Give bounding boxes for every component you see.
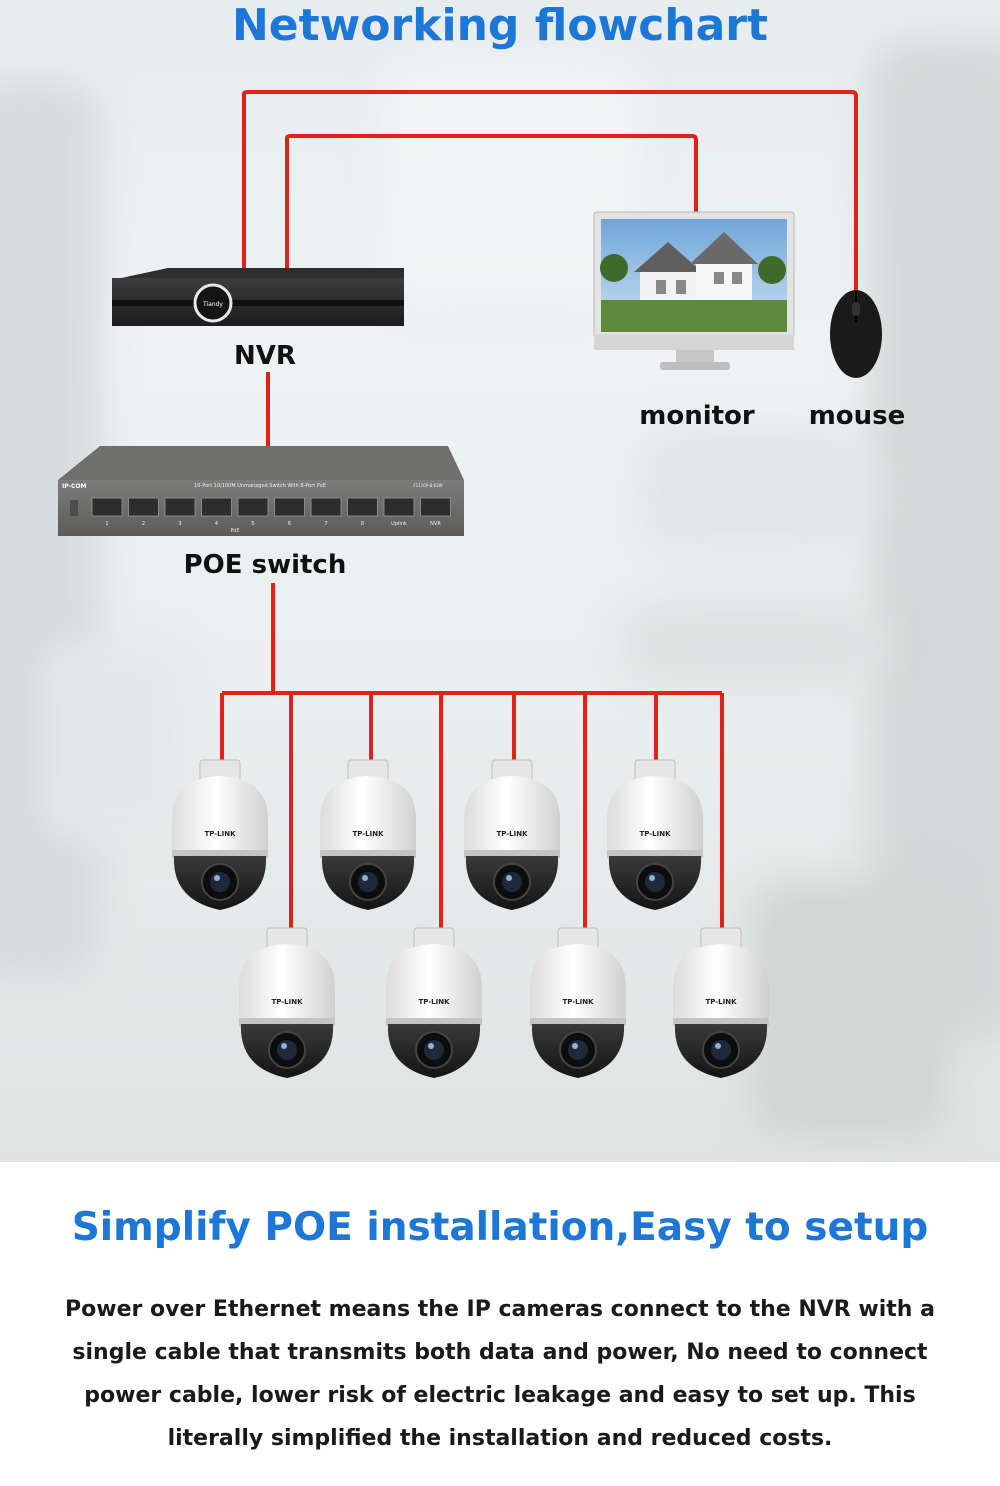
monitor-device	[593, 211, 795, 370]
switch-label: POE switch	[184, 550, 347, 580]
cable-lines	[220, 90, 858, 932]
switch-port-label: 8	[361, 521, 364, 527]
switch-ports: 1 2 3 4 5 6 7 8 Uplink NVR	[91, 497, 451, 527]
camera-brand-text: TP-LINK	[562, 998, 594, 1006]
camera-brand-text: TP-LINK	[496, 830, 528, 838]
mouse-label: mouse	[809, 401, 906, 431]
switch-port	[91, 497, 123, 517]
ptz-camera: TP-LINK	[238, 927, 336, 1079]
background-photo	[0, 0, 1000, 1162]
camera-brand-text: TP-LINK	[705, 998, 737, 1006]
ptz-camera: TP-LINK	[171, 759, 269, 911]
switch-port	[128, 497, 159, 517]
camera-group: TP-LINK TP-LINK TP-LINK TP-LINK TP-LINK TP-LI…	[171, 759, 770, 1079]
switch-poe-text: PoE	[230, 528, 239, 534]
switch-port-label: 6	[288, 521, 291, 527]
footer-description: Power over Ethernet means the IP cameras…	[65, 1297, 935, 1451]
switch-description-text: 10-Port 10/100M Unmanaged Switch With 8-…	[194, 483, 326, 489]
switch-port	[347, 497, 378, 517]
switch-port	[201, 497, 232, 517]
switch-port	[310, 497, 342, 517]
ptz-camera: TP-LINK	[606, 759, 704, 911]
switch-port-label: 3	[178, 521, 181, 527]
camera-brand-text: TP-LINK	[204, 830, 236, 838]
switch-port	[274, 497, 305, 517]
ptz-camera: TP-LINK	[529, 927, 627, 1079]
poe-switch-device: IP-COM 10-Port 10/100M Unmanaged Switch …	[58, 446, 464, 536]
switch-port-label: 1	[105, 521, 108, 527]
switch-port-label: 2	[142, 521, 145, 527]
switch-port	[164, 497, 196, 517]
switch-port	[237, 497, 269, 517]
switch-port	[383, 497, 415, 517]
camera-brand-text: TP-LINK	[639, 830, 671, 838]
nvr-device: Tiandy	[112, 268, 404, 326]
network-diagram: Tiandy NVR monitor mouse IP-COM 10-Port …	[58, 90, 906, 1079]
ptz-camera: TP-LINK	[319, 759, 417, 911]
switch-port-label: 5	[251, 521, 254, 527]
ptz-camera: TP-LINK	[385, 927, 483, 1079]
switch-port-label: 4	[215, 521, 218, 527]
camera-brand-text: TP-LINK	[271, 998, 303, 1006]
page-title: Networking flowchart	[231, 0, 769, 51]
nvr-label: NVR	[234, 341, 296, 371]
footer-panel	[0, 1162, 1000, 1486]
mouse-device	[830, 290, 882, 378]
switch-port	[420, 497, 451, 517]
ptz-camera: TP-LINK	[463, 759, 561, 911]
monitor-label: monitor	[639, 401, 755, 431]
footer-subtitle: Simplify POE installation,Easy to setup	[71, 1205, 929, 1250]
switch-port-label: Uplink	[391, 521, 407, 527]
camera-brand-text: TP-LINK	[352, 830, 384, 838]
switch-brand-text: IP-COM	[62, 483, 87, 490]
nvr-brand-text: Tiandy	[202, 301, 223, 308]
ptz-camera: TP-LINK	[672, 927, 770, 1079]
switch-model-text: F1110P-8-63W	[413, 483, 442, 488]
camera-brand-text: TP-LINK	[418, 998, 450, 1006]
switch-port-label: 7	[324, 521, 327, 527]
switch-port-label: NVR	[430, 521, 441, 527]
